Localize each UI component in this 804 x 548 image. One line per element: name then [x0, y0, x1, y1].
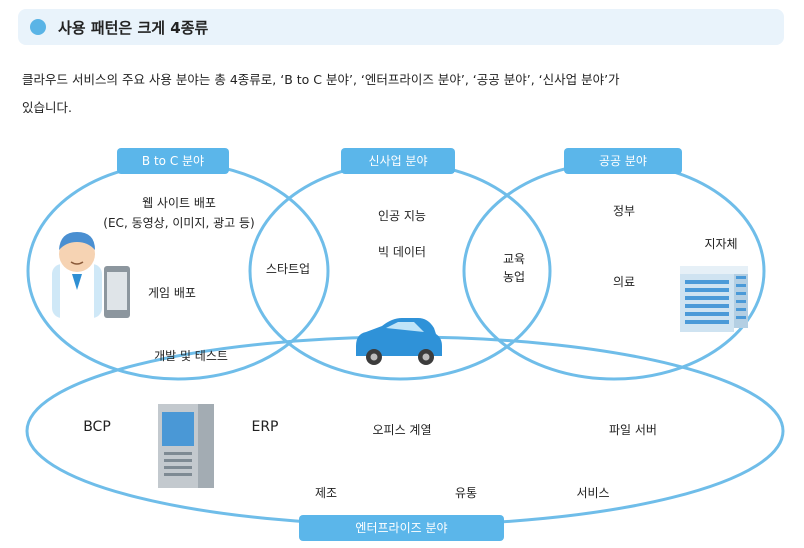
intro-line-2: 있습니다. — [22, 100, 72, 115]
enterprise-category-label: 엔터프라이즈 분야 — [299, 515, 504, 541]
public-category-label: 공공 분야 — [564, 148, 682, 174]
newbiz-category-label: 신사업 분야 — [341, 148, 455, 174]
car-icon — [356, 318, 442, 365]
file-server-label: 파일 서버 — [609, 423, 657, 437]
office-label: 오피스 계열 — [372, 423, 432, 437]
bullet-dot-icon — [30, 19, 46, 35]
building-icon — [680, 266, 748, 332]
section-header: 사용 패턴은 크게 4종류 — [18, 9, 784, 45]
web-deploy-label: 웹 사이트 배포 — [142, 196, 216, 210]
person-with-phone-icon — [52, 232, 130, 318]
section-title: 사용 패턴은 크게 4종류 — [58, 19, 209, 37]
big-data-label: 빅 데이터 — [378, 245, 426, 259]
bcp-label: BCP — [83, 419, 111, 435]
server-icon — [158, 404, 214, 488]
manufacturing-label: 제조 — [314, 486, 338, 500]
distribution-label: 유통 — [454, 486, 478, 500]
local-gov-label: 지자체 — [704, 237, 738, 251]
ai-label: 인공 지능 — [378, 209, 426, 223]
government-label: 정부 — [612, 204, 636, 218]
intro-line-1: 클라우드 서비스의 주요 사용 분야는 총 4종류로, ‘B to C 분야’,… — [22, 72, 620, 87]
game-deploy-label: 게임 배포 — [148, 286, 196, 300]
agriculture-label: 농업 — [502, 270, 526, 284]
startup-label: 스타트업 — [265, 262, 311, 276]
erp-label: ERP — [251, 419, 279, 435]
btoc-category-label: B to C 분야 — [117, 148, 229, 174]
medical-label: 의료 — [612, 275, 636, 289]
service-label: 서비스 — [576, 486, 610, 500]
dev-test-label: 개발 및 테스트 — [154, 349, 228, 363]
intro-paragraph: 클라우드 서비스의 주요 사용 분야는 총 4종류로, ‘B to C 분야’,… — [22, 66, 784, 122]
web-deploy-detail-label: (EC, 동영상, 이미지, 광고 등) — [103, 216, 255, 230]
education-label: 교육 — [502, 252, 526, 266]
